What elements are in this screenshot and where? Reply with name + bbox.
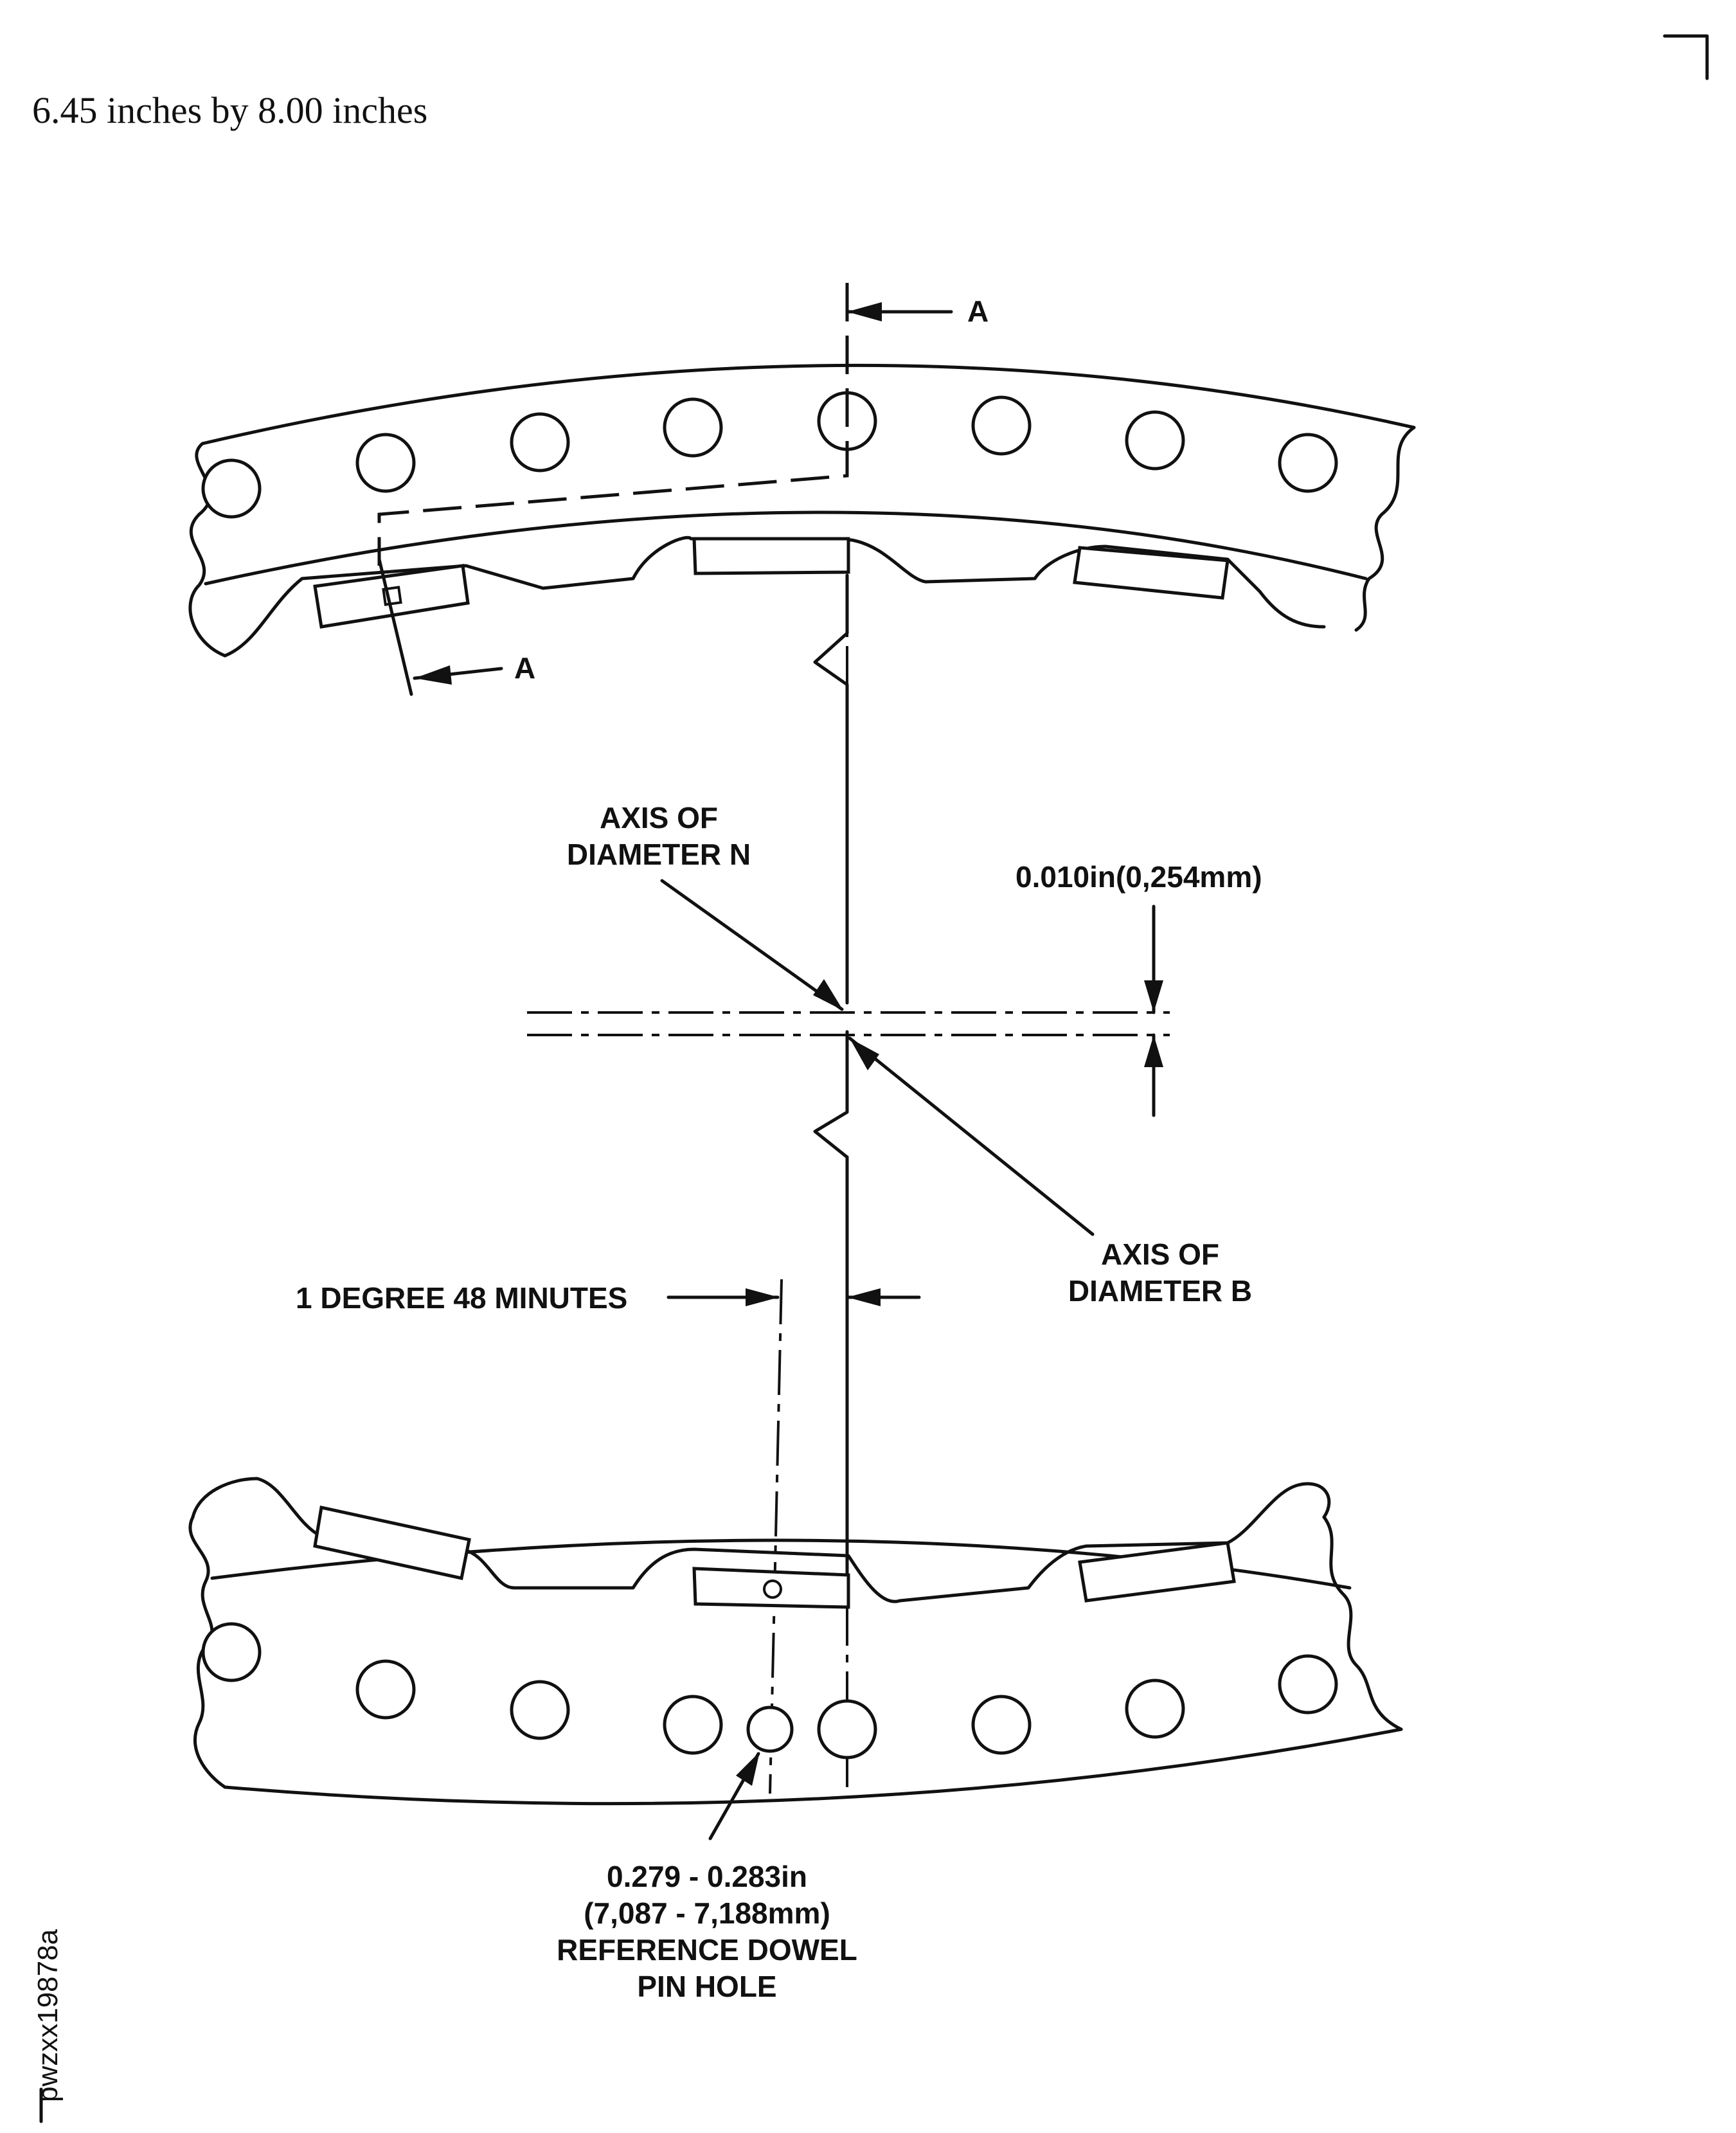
axis-b-line-upper	[813, 573, 849, 1005]
top-ring-hole	[1125, 410, 1185, 471]
bottom-ring-hole	[355, 1659, 416, 1720]
hole-dim-line4: PIN HOLE	[637, 1970, 776, 2003]
dowel-hole-arrowhead	[736, 1752, 760, 1786]
offset-dim-upper-arrow	[1144, 980, 1163, 1013]
page-size-note: 6.45 inches by 8.00 inches	[32, 89, 428, 131]
axis-b-leader	[848, 1036, 1095, 1236]
top-ring-right-break	[1354, 426, 1416, 632]
axis-offset-lines	[527, 1011, 1170, 1036]
top-ring-hole	[663, 397, 723, 458]
bottom-ring-hole	[201, 1622, 262, 1682]
bottom-slot-center	[692, 1567, 850, 1609]
bottom-ring-segment	[188, 1477, 1403, 1806]
top-ring-segment	[188, 283, 1416, 696]
bottom-ring-upper-edge	[191, 1477, 1331, 1603]
axis-n-callout: AXIS OF DIAMETER N	[567, 801, 844, 1011]
bottom-slot-left	[313, 1505, 471, 1580]
axis-b-label-line1: AXIS OF	[1101, 1238, 1219, 1271]
angle-dim-right-arrow	[847, 1288, 881, 1306]
section-a-bottom-label: A	[514, 651, 535, 685]
bottom-ring-right-break	[1322, 1515, 1403, 1731]
top-ring-hole	[510, 412, 570, 473]
section-a-bottom-arrowhead	[415, 665, 452, 685]
section-marker-square	[382, 586, 402, 606]
section-a-top: A	[845, 294, 989, 328]
bottom-slot-right	[1078, 1541, 1236, 1603]
axis-n-leader	[660, 879, 844, 1011]
top-ring-hole	[201, 458, 262, 519]
hole-dim-line2: (7,087 - 7,188mm)	[584, 1896, 830, 1930]
figure-code: pwzxx19878a	[32, 1929, 64, 2102]
section-cut-line	[377, 557, 413, 696]
center-axis	[769, 573, 849, 1794]
section-a-bottom: A	[413, 651, 535, 685]
axis-b-callout: AXIS OF DIAMETER B	[848, 1036, 1252, 1308]
dowel-hole-callout: 0.279 - 0.283in (7,087 - 7,188mm) REFERE…	[557, 1752, 857, 2003]
angle-dimension: 1 DEGREE 48 MINUTES	[296, 1281, 921, 1315]
axis-b-line-middle	[813, 1030, 849, 1159]
angle-dim-left-arrow	[746, 1288, 779, 1306]
crop-mark-top-right	[1663, 34, 1709, 80]
axis-n-label-line1: AXIS OF	[600, 801, 718, 834]
axis-n-arrowhead	[813, 979, 843, 1011]
bottom-ring-outer-edge	[223, 1727, 1403, 1806]
hole-dim-line3: REFERENCE DOWEL	[557, 1933, 857, 1967]
section-path-dashed	[377, 283, 849, 566]
section-a-top-label: A	[967, 294, 989, 328]
top-ring-outer-edge	[201, 363, 1416, 446]
bottom-ring-hole	[817, 1699, 877, 1760]
bottom-ring-hole	[510, 1680, 570, 1740]
offset-dim-label: 0.010in(0,254mm)	[1016, 860, 1262, 894]
offset-dim-lower-arrow	[1144, 1035, 1163, 1067]
bottom-ring-hole	[663, 1695, 723, 1755]
axis-b-arrowhead	[850, 1038, 879, 1070]
axis-n-label-line2: DIAMETER N	[567, 838, 751, 871]
top-ring-hole	[355, 433, 416, 493]
bottom-ring-hole	[1278, 1654, 1338, 1715]
dowel-marker	[763, 1580, 782, 1599]
top-slot-right	[1073, 546, 1230, 600]
top-ring-left-break	[188, 442, 227, 658]
bottom-ring-hole	[971, 1695, 1032, 1755]
top-ring-inner-band	[204, 510, 1368, 586]
top-ring-hole	[1278, 433, 1338, 493]
bottom-ring-hole	[1125, 1679, 1185, 1739]
top-ring-lower-edge	[223, 536, 1326, 658]
axis-b-label-line2: DIAMETER B	[1068, 1274, 1252, 1308]
hole-dim-line1: 0.279 - 0.283in	[607, 1860, 807, 1893]
top-slot-left	[313, 564, 470, 629]
top-ring-hole	[971, 395, 1032, 456]
angle-dim-label: 1 DEGREE 48 MINUTES	[296, 1281, 627, 1315]
reference-dowel-pin-hole	[746, 1706, 794, 1753]
top-slot-center	[692, 537, 850, 575]
section-a-top-arrowhead	[847, 302, 882, 321]
offset-dimension: 0.010in(0,254mm)	[1016, 860, 1262, 1117]
